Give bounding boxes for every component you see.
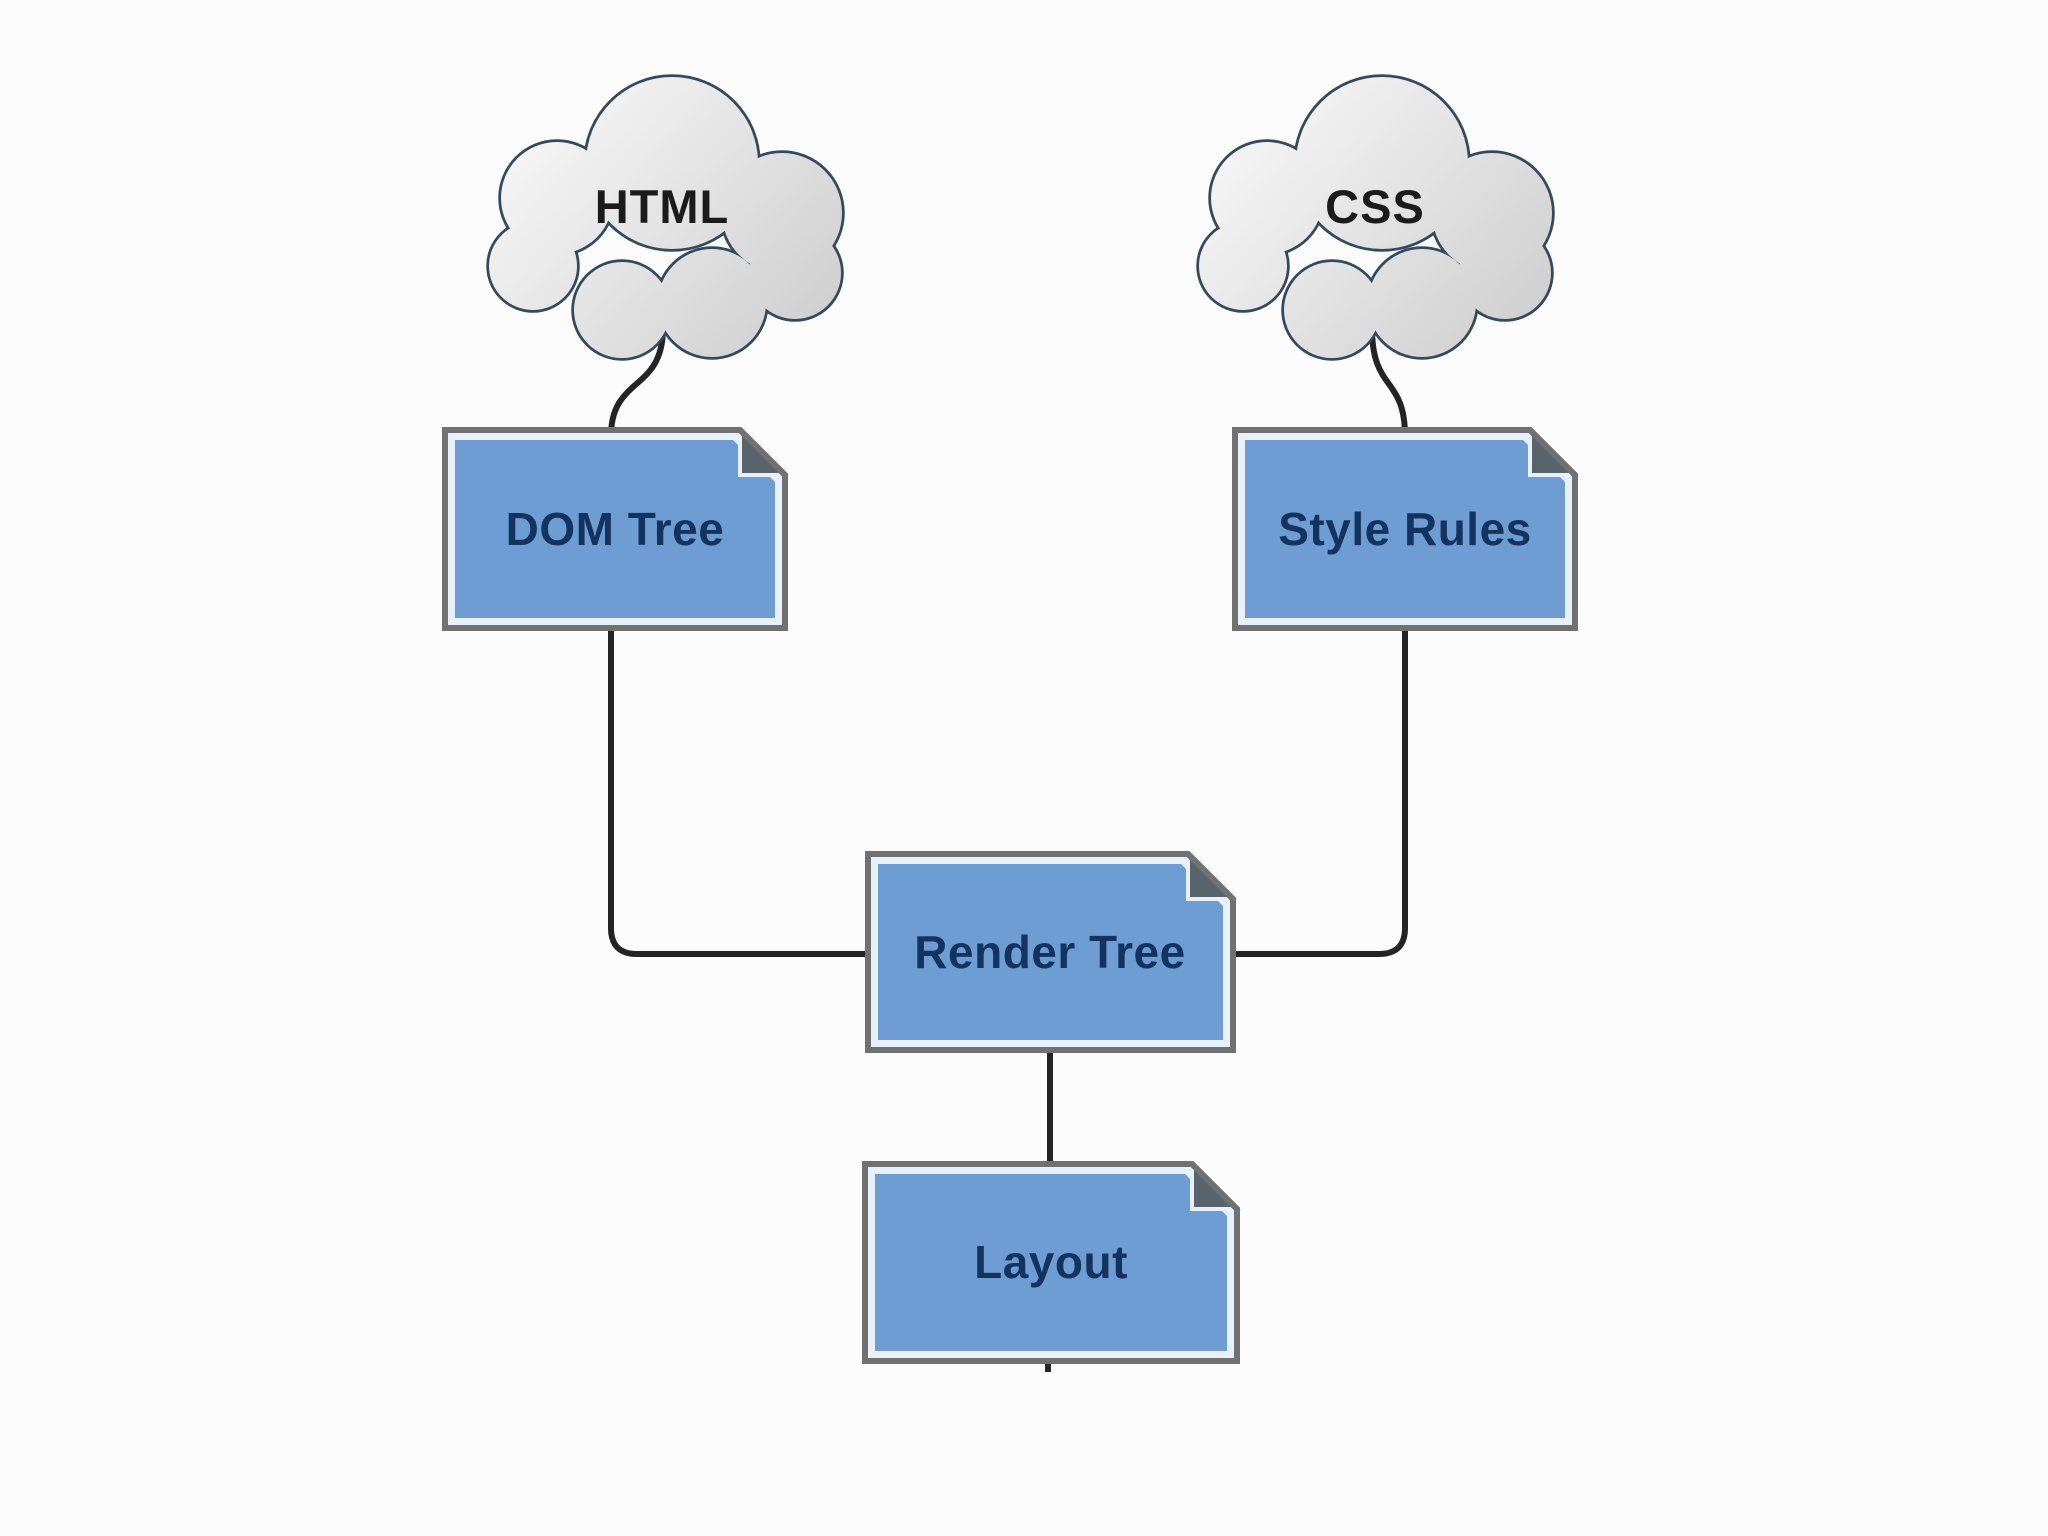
render-tree-node: Render Tree [865, 849, 1238, 1053]
render-tree-label: Render Tree [914, 926, 1185, 978]
layout-note-fill [875, 1174, 1227, 1351]
connector-dom-tree-to-render-tree [608, 624, 872, 957]
html-cloud-label: HTML [595, 180, 730, 233]
render-tree-note-fill [878, 864, 1223, 1040]
layout-label: Layout [974, 1236, 1128, 1288]
dom-tree-label: DOM Tree [506, 503, 725, 555]
dom-tree-note-border [442, 427, 788, 631]
connector-css-to-style-rules [1369, 327, 1408, 437]
dom-tree-node: DOM Tree [442, 425, 790, 631]
css-cloud-shape [1196, 74, 1555, 361]
connector-style-rules-to-render-tree [1229, 624, 1408, 957]
style-rules-node: Style Rules [1232, 425, 1580, 631]
render-tree-note-border [865, 851, 1236, 1053]
html-cloud-fill [489, 77, 842, 358]
style-rules-label: Style Rules [1278, 503, 1532, 555]
connector-html-to-dom-tree [608, 327, 666, 437]
layout-note-border [862, 1161, 1240, 1364]
layout-node: Layout [862, 1159, 1242, 1364]
style-rules-note-border [1232, 427, 1578, 631]
style-rules-note-fill [1245, 440, 1565, 618]
html-cloud-shape [486, 74, 845, 361]
css-cloud-label: CSS [1325, 180, 1425, 233]
css-cloud-fill [1199, 77, 1552, 358]
dom-tree-note-fill [455, 440, 775, 618]
